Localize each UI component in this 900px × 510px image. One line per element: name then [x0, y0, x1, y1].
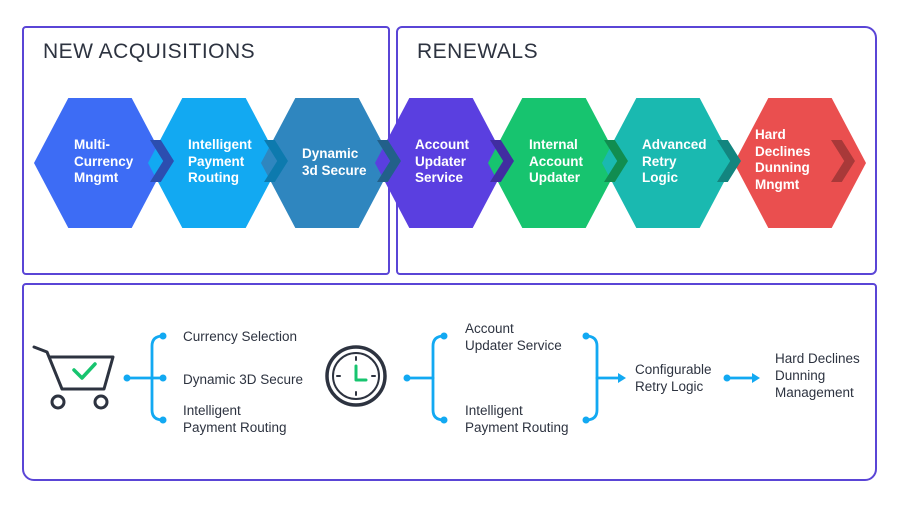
renewals-title: RENEWALS	[417, 40, 539, 63]
option-currency-selection: Currency Selection	[183, 329, 298, 344]
new-acquisitions-title: NEW ACQUISITIONS	[43, 40, 256, 63]
step-label: Dynamic 3d Secure	[302, 146, 367, 178]
hard-declines-label: Hard Declines Dunning Management	[775, 351, 860, 400]
step-label: Hard Declines Dunning Mngmt	[755, 127, 811, 192]
option-dynamic-3d-secure: Dynamic 3D Secure	[183, 372, 304, 387]
step-label: Account Updater Service	[415, 137, 469, 185]
step-label: Advanced Retry Logic	[642, 137, 707, 185]
retry-logic-label: Configurable Retry Logic	[635, 362, 712, 394]
checkmark-icon	[72, 362, 97, 380]
option-account-updater-service: Account Updater Service	[465, 321, 562, 353]
step-label: Internal Account Updater	[529, 137, 583, 185]
step-label: Multi- Currency Mngmt	[74, 137, 134, 185]
option-renewal-payment-routing: Intelligent Payment Routing	[465, 403, 569, 435]
shopping-cart-icon	[32, 345, 115, 410]
step-label: Intelligent Payment Routing	[188, 137, 252, 185]
flow-panel	[22, 283, 877, 481]
option-intelligent-payment-routing: Intelligent Payment Routing	[183, 403, 287, 435]
clock-icon	[325, 345, 387, 407]
